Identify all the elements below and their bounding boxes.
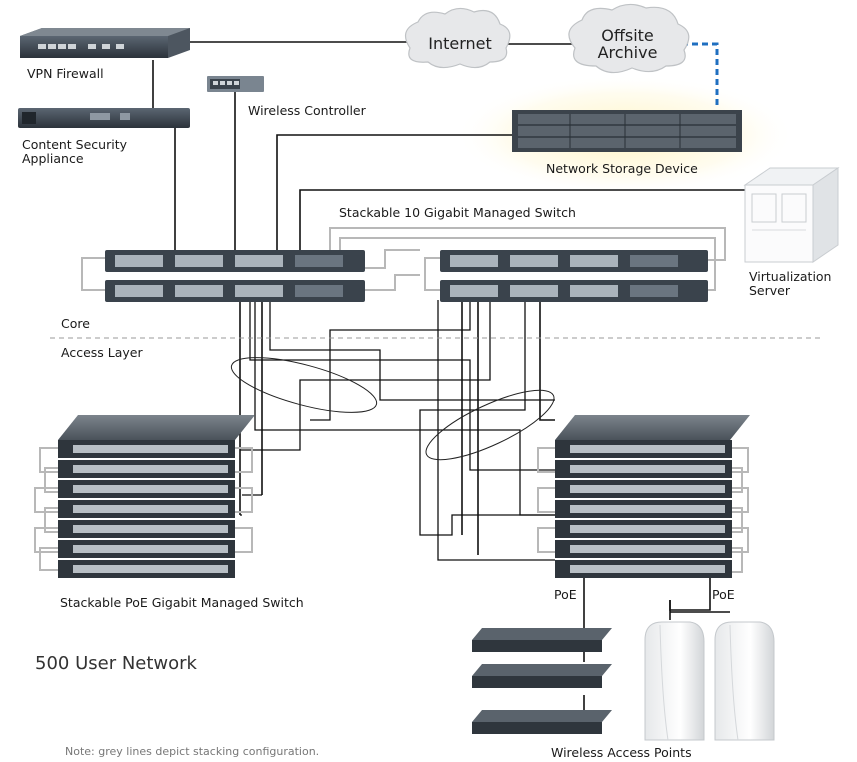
access-layer-label: Access Layer [61,345,143,360]
switch-port-block [235,285,283,297]
switch-port-block [510,255,558,267]
network-storage-device [512,110,742,152]
access-point-flat-2 [472,664,612,688]
content-security-appliance [18,108,190,128]
poe-port-row [570,565,725,573]
poe-port-row [73,485,228,493]
uplink-cables [240,300,555,561]
poe-port-row [73,505,228,513]
switch-port-block [175,285,223,297]
poe-port-row [570,505,725,513]
network-storage-label: Network Storage Device [546,161,698,176]
offsite-link [682,42,719,108]
poe-stack-cables-left [34,447,253,571]
internet-cloud [404,7,511,69]
core-switch-label: Stackable 10 Gigabit Managed Switch [339,205,576,220]
poe-switch-label: Stackable PoE Gigabit Managed Switch [60,595,304,610]
content-security-label: Content Security Appliance [22,137,128,166]
poe-port-row [73,525,228,533]
diagram-title: 500 User Network [35,653,197,674]
access-point-tower-1 [644,621,705,741]
internet-label: Internet [428,34,492,53]
access-point-tower-2 [714,621,775,741]
switch-port-block [175,255,223,267]
poe-port-row [570,465,725,473]
poe-port-row [570,525,725,533]
switch-port-block [450,285,498,297]
poe-left-tag: PoE [554,587,577,602]
virtualization-server-label: Virtualization Server [749,269,832,298]
vpn-firewall-label: VPN Firewall [27,66,104,81]
virtualization-server [743,167,840,263]
stacking-note: Note: grey lines depict stacking configu… [65,745,320,758]
access-points-label: Wireless Access Points [551,745,692,760]
poe-switch-stack-right [555,415,750,578]
offsite-archive-label: Offsite Archive [597,26,658,62]
poe-port-row [570,445,725,453]
switch-port-block [630,285,678,297]
poe-port-row [73,565,228,573]
stacking-cables [81,227,726,291]
poe-port-row [73,545,228,553]
switch-port-block [510,285,558,297]
lag-ellipse-right [425,389,555,461]
core-layer-label: Core [61,316,90,331]
poe-port-row [73,465,228,473]
core-ports [115,255,678,297]
switch-port-block [570,255,618,267]
switch-port-block [450,255,498,267]
poe-port-row [73,445,228,453]
offsite-archive-cloud [568,3,690,74]
switch-port-block [630,255,678,267]
access-point-flat-1 [472,628,612,652]
poe-stack-cables-right [537,447,749,573]
wireless-controller-label: Wireless Controller [248,103,366,118]
switch-port-block [115,285,163,297]
vpn-firewall [20,28,190,58]
switch-port-block [235,255,283,267]
switch-port-block [295,285,343,297]
switch-port-block [115,255,163,267]
poe-port-row [570,545,725,553]
poe-port-row [570,485,725,493]
switch-port-block [295,255,343,267]
wireless-controller [207,76,264,92]
switch-port-block [570,285,618,297]
poe-switch-stack-left [58,415,255,578]
lag-ellipse-left [230,357,378,413]
poe-right-tag: PoE [712,587,735,602]
access-point-flat-3 [472,710,612,734]
